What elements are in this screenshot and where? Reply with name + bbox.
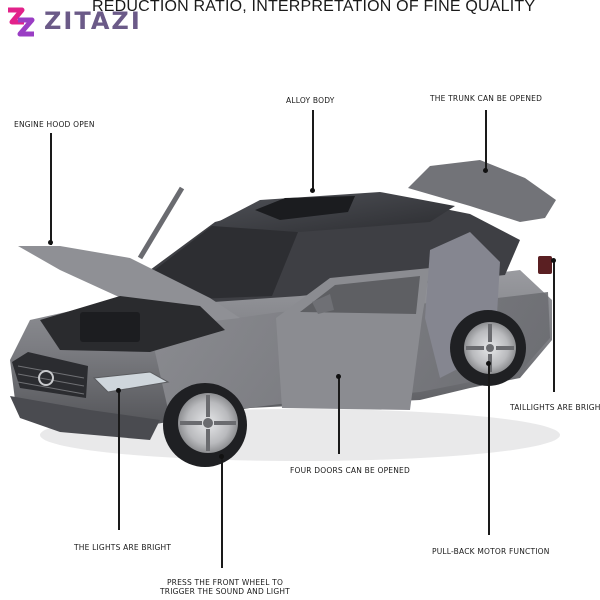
callout-front-wheel: PRESS THE FRONT WHEEL TO TRIGGER THE SOU… bbox=[150, 578, 300, 596]
dot-taillights bbox=[551, 258, 556, 263]
dot-trunk bbox=[483, 168, 488, 173]
callout-trunk: THE TRUNK CAN BE OPENED bbox=[430, 94, 543, 103]
side-mirror bbox=[312, 294, 334, 314]
callout-four-doors: FOUR DOORS CAN BE OPENED bbox=[290, 466, 410, 475]
dot-alloy-body bbox=[310, 188, 315, 193]
leader-pull-back bbox=[488, 365, 490, 535]
dot-engine-hood bbox=[48, 240, 53, 245]
callout-front-wheel-line2: TRIGGER THE SOUND AND LIGHT bbox=[160, 587, 290, 596]
dot-lights bbox=[116, 388, 121, 393]
dot-pull-back bbox=[486, 361, 491, 366]
front-bumper bbox=[10, 396, 160, 440]
dot-front-wheel bbox=[219, 454, 224, 459]
windshield bbox=[152, 226, 298, 300]
hood-strut bbox=[137, 186, 185, 260]
callout-pull-back: PULL-BACK MOTOR FUNCTION bbox=[432, 547, 550, 556]
leader-alloy-body bbox=[312, 110, 314, 192]
callout-front-wheel-line1: PRESS THE FRONT WHEEL TO bbox=[166, 578, 284, 587]
dot-four-doors bbox=[336, 374, 341, 379]
callout-taillights: TAILLIGHTS ARE BRIGHT bbox=[510, 403, 600, 412]
callout-lights: THE LIGHTS ARE BRIGHT bbox=[74, 543, 172, 552]
headline: REDUCTION RATIO, INTERPRETATION OF FINE … bbox=[92, 0, 536, 15]
sunroof bbox=[255, 196, 355, 220]
leader-trunk bbox=[485, 110, 487, 172]
taillight bbox=[538, 256, 552, 274]
leader-front-wheel bbox=[221, 458, 223, 568]
brand-emblem bbox=[38, 370, 54, 386]
front-grille bbox=[12, 352, 88, 398]
leader-engine-hood bbox=[50, 133, 52, 245]
headlight bbox=[92, 371, 170, 393]
leader-taillights bbox=[553, 262, 555, 392]
open-hood bbox=[18, 246, 240, 322]
leader-lights bbox=[118, 392, 120, 530]
engine-block bbox=[80, 312, 140, 342]
callout-engine-hood: ENGINE HOOD OPEN bbox=[14, 120, 95, 129]
brand-logo: ZITAZI bbox=[4, 4, 142, 38]
leader-four-doors bbox=[338, 378, 340, 454]
open-trunk-lid bbox=[408, 160, 556, 222]
brand-name: ZITAZI bbox=[44, 7, 142, 35]
logo-mark-icon bbox=[8, 7, 35, 37]
callout-alloy-body: ALLOY BODY bbox=[286, 96, 335, 105]
